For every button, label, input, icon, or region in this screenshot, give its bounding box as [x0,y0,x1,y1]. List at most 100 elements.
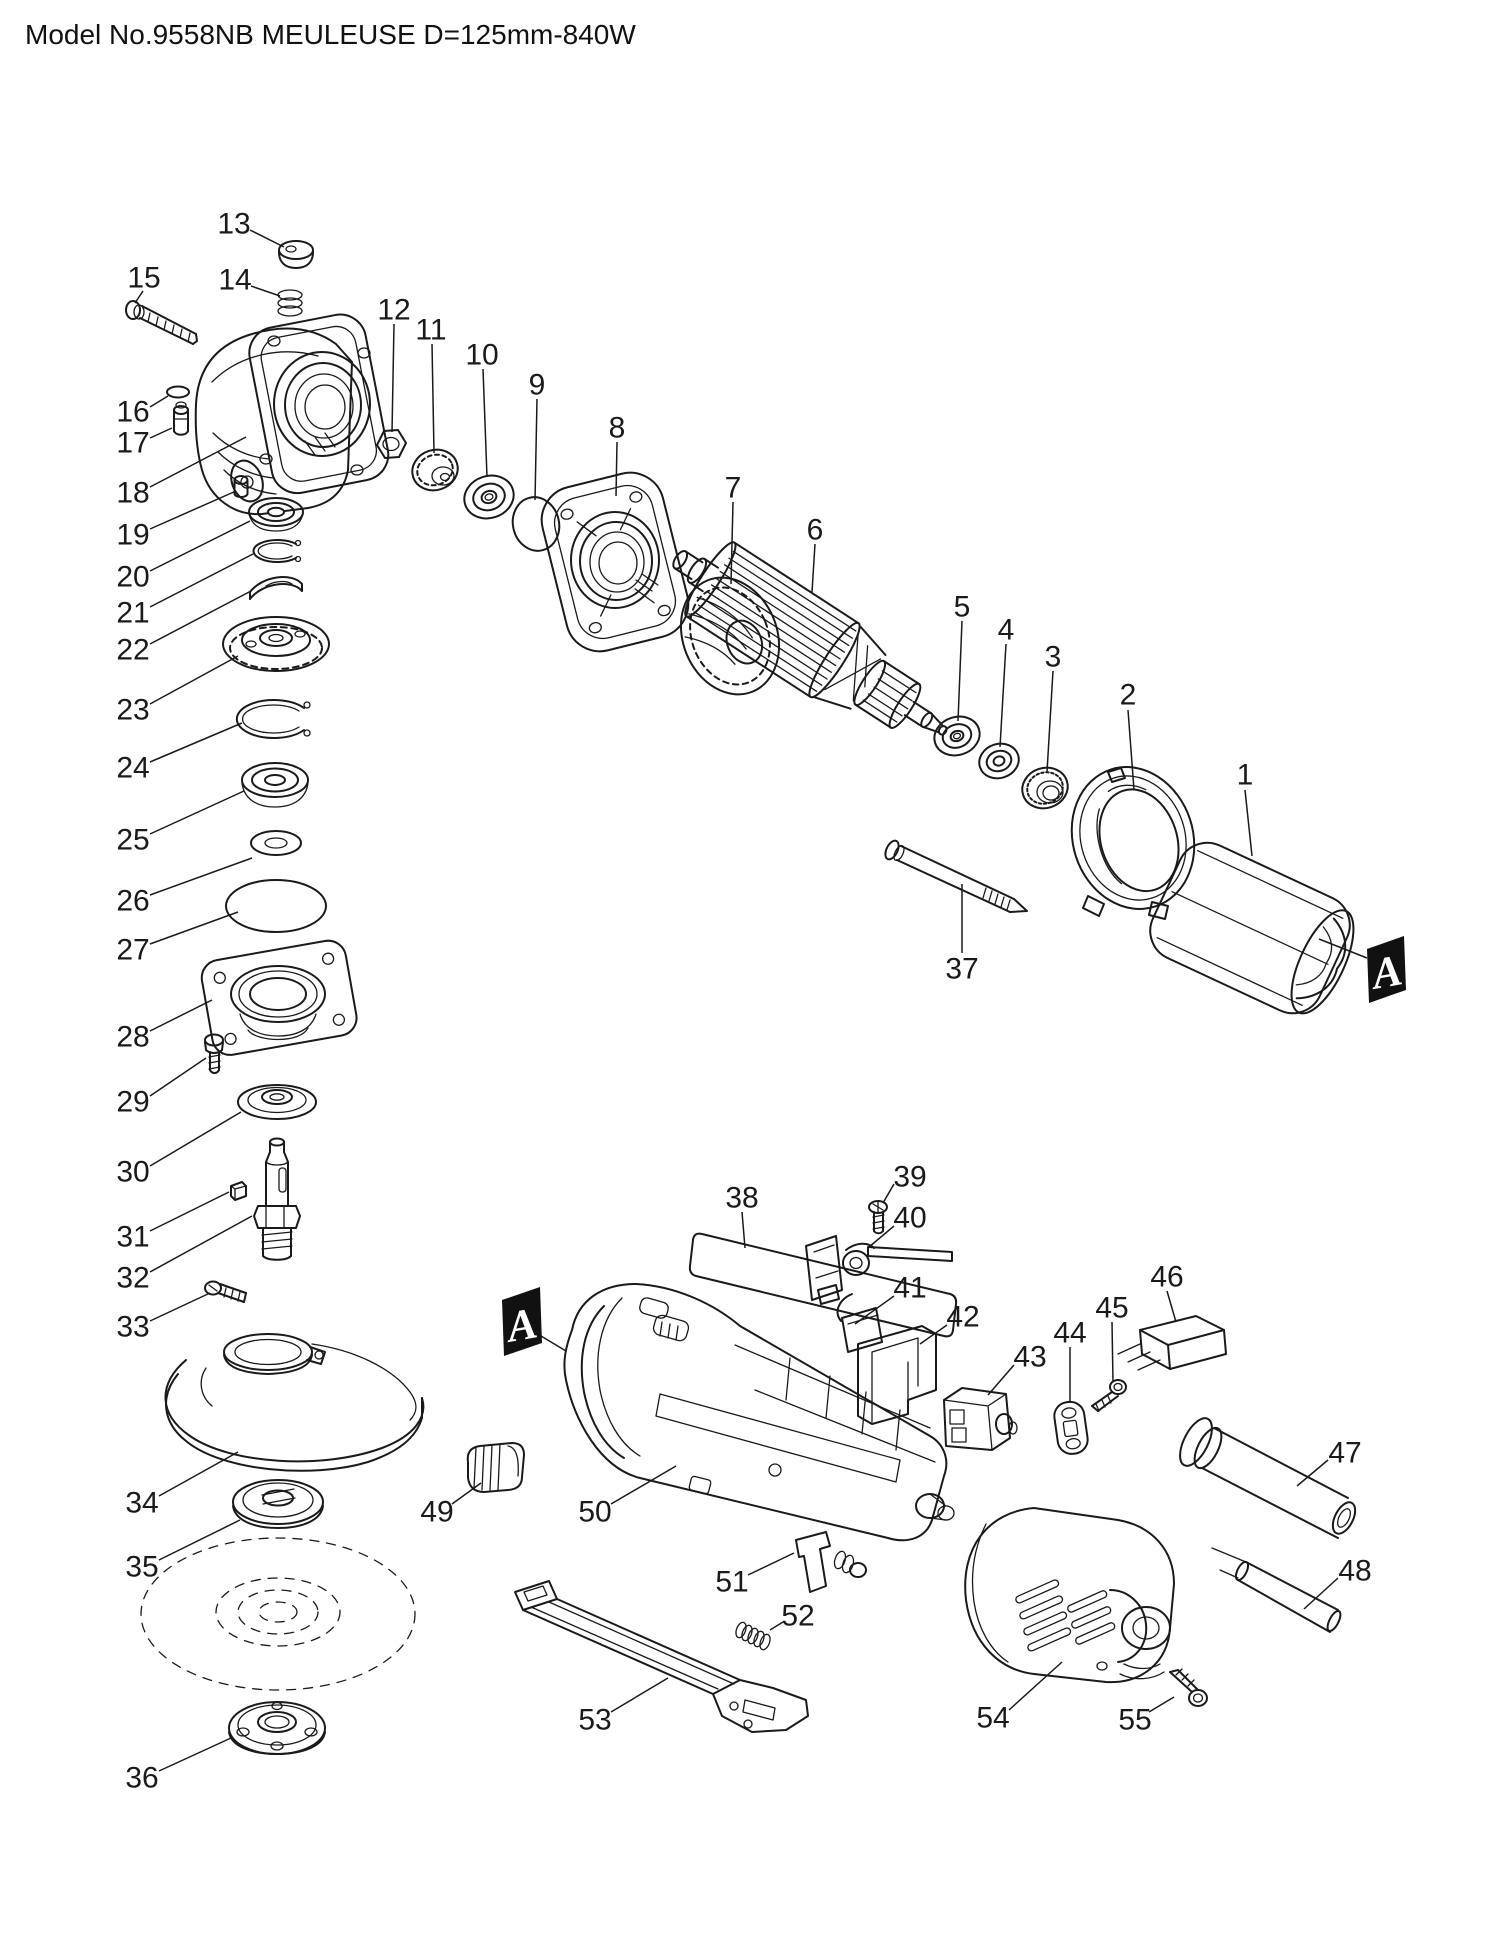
leader-line-part-12 [391,323,395,433]
part-label-43: 43 [1013,1341,1046,1374]
part-15-bolt-sketch [125,300,198,345]
part-20-bearing-sketch [248,497,304,532]
section-markers-layer: AA [500,936,1406,1356]
leader-line-part-53 [610,1677,669,1713]
part-11-pinion-gear-sketch [411,448,459,492]
part-label-55: 55 [1118,1704,1151,1737]
part-50-motor-housing-sketch [563,1283,955,1542]
part-5-bearing-sketch [933,715,981,757]
leader-line-part-48 [1303,1577,1339,1610]
leader-line-part-34 [158,1451,239,1497]
part-52-spring-sketch [735,1621,771,1651]
part-label-33: 33 [116,1311,149,1344]
part-label-8: 8 [609,412,626,445]
part-22-wave-washer-sketch [249,576,303,600]
part-label-36: 36 [125,1762,158,1795]
part-45-screw-sketch [1091,1379,1127,1412]
part-labels-layer: 1234567891011121314151617181920212223242… [116,208,1371,1795]
leader-line-part-35 [158,1519,241,1561]
leader-line-part-7 [730,501,734,585]
part-label-10: 10 [465,339,498,372]
leader-line-part-4 [999,643,1007,748]
part-4-bearing-sketch [978,742,1020,780]
leader-line-part-49 [451,1482,482,1505]
part-label-50: 50 [578,1496,611,1529]
leader-line-part-54 [1008,1661,1063,1711]
leader-line-part-1 [1244,789,1253,857]
part-label-15: 15 [127,262,160,295]
leader-line-part-20 [149,520,251,572]
leader-line-part-25 [149,790,245,835]
part-label-51: 51 [715,1566,748,1599]
leader-line-part-18 [149,436,247,488]
part-label-52: 52 [781,1600,814,1633]
leader-line-part-16 [149,395,169,408]
leader-line-part-36 [158,1737,232,1772]
part-label-47: 47 [1328,1437,1361,1470]
part-label-24: 24 [116,752,149,785]
leader-line-part-50 [610,1465,677,1505]
part-3-sleeve-sketch [1021,766,1069,810]
leader-line-part-38 [741,1211,746,1249]
part-label-11: 11 [415,314,446,347]
part-21-circlip-sketch [252,539,302,563]
part-16-oring-sketch [166,385,190,399]
part-label-28: 28 [116,1021,149,1054]
part-17-pin-sketch [173,401,189,436]
part-label-12: 12 [377,294,410,327]
part-label-53: 53 [578,1704,611,1737]
part-label-1: 1 [1237,759,1254,792]
part-34-wheel-guard-sketch [164,1333,425,1472]
part-30-washer-cover-sketch [237,1084,317,1120]
part-label-21: 21 [116,597,149,630]
leader-line-part-41 [854,1295,895,1325]
leader-line-part-15 [134,290,144,304]
part-label-39: 39 [893,1161,926,1194]
leader-lines-layer [134,229,1368,1772]
part-46-capacitor-sketch [1117,1315,1227,1371]
leader-line-part-14 [250,285,281,297]
part-label-2: 2 [1120,679,1137,712]
part-label-45: 45 [1095,1292,1128,1325]
part-label-26: 26 [116,885,149,918]
leader-line-part-19 [149,490,237,530]
part-38-nameplate-sketch [688,1232,958,1338]
part-label-22: 22 [116,634,149,667]
part-label-44: 44 [1053,1317,1086,1350]
leader-line-part-9 [534,398,538,501]
part-label-5: 5 [954,591,971,624]
leader-line-part-45 [1111,1321,1114,1383]
part-label-37: 37 [945,953,978,986]
part-51-lever-sketch [795,1531,867,1593]
leader-line-part-32 [149,1215,253,1273]
leader-line-part-22 [149,590,252,645]
part-label-42: 42 [946,1301,979,1334]
part-37-bolt-sketch [884,839,1028,913]
leader-line-part-28 [149,999,213,1032]
leader-line-part-31 [149,1191,230,1232]
leader-line-part-42 [919,1324,948,1345]
part-label-34: 34 [125,1487,158,1520]
part-27-oring-sketch [225,879,327,933]
leader-line-part-26 [149,857,253,896]
leader-line-part-23 [149,655,239,705]
leader-line-part-8 [615,441,618,497]
marker-leader-line-0 [540,1335,567,1352]
part-label-32: 32 [116,1262,149,1295]
part-24-circlip-sketch [235,699,311,739]
part-12-nut-sketch [376,429,407,459]
leader-line-part-46 [1166,1290,1177,1323]
part-label-27: 27 [116,934,149,967]
part-18-gear-housing-sketch [194,313,390,516]
part-label-19: 19 [116,519,149,552]
part-2-baffle-plate-sketch [1070,766,1196,920]
part-32-spindle-sketch [253,1137,301,1261]
part-label-49: 49 [420,1496,453,1529]
leader-line-part-24 [149,722,243,763]
leader-line-part-17 [149,427,173,439]
part-label-13: 13 [217,208,250,241]
part-label-16: 16 [116,396,149,429]
part-41-carbon-brush-sketch [836,1293,883,1353]
